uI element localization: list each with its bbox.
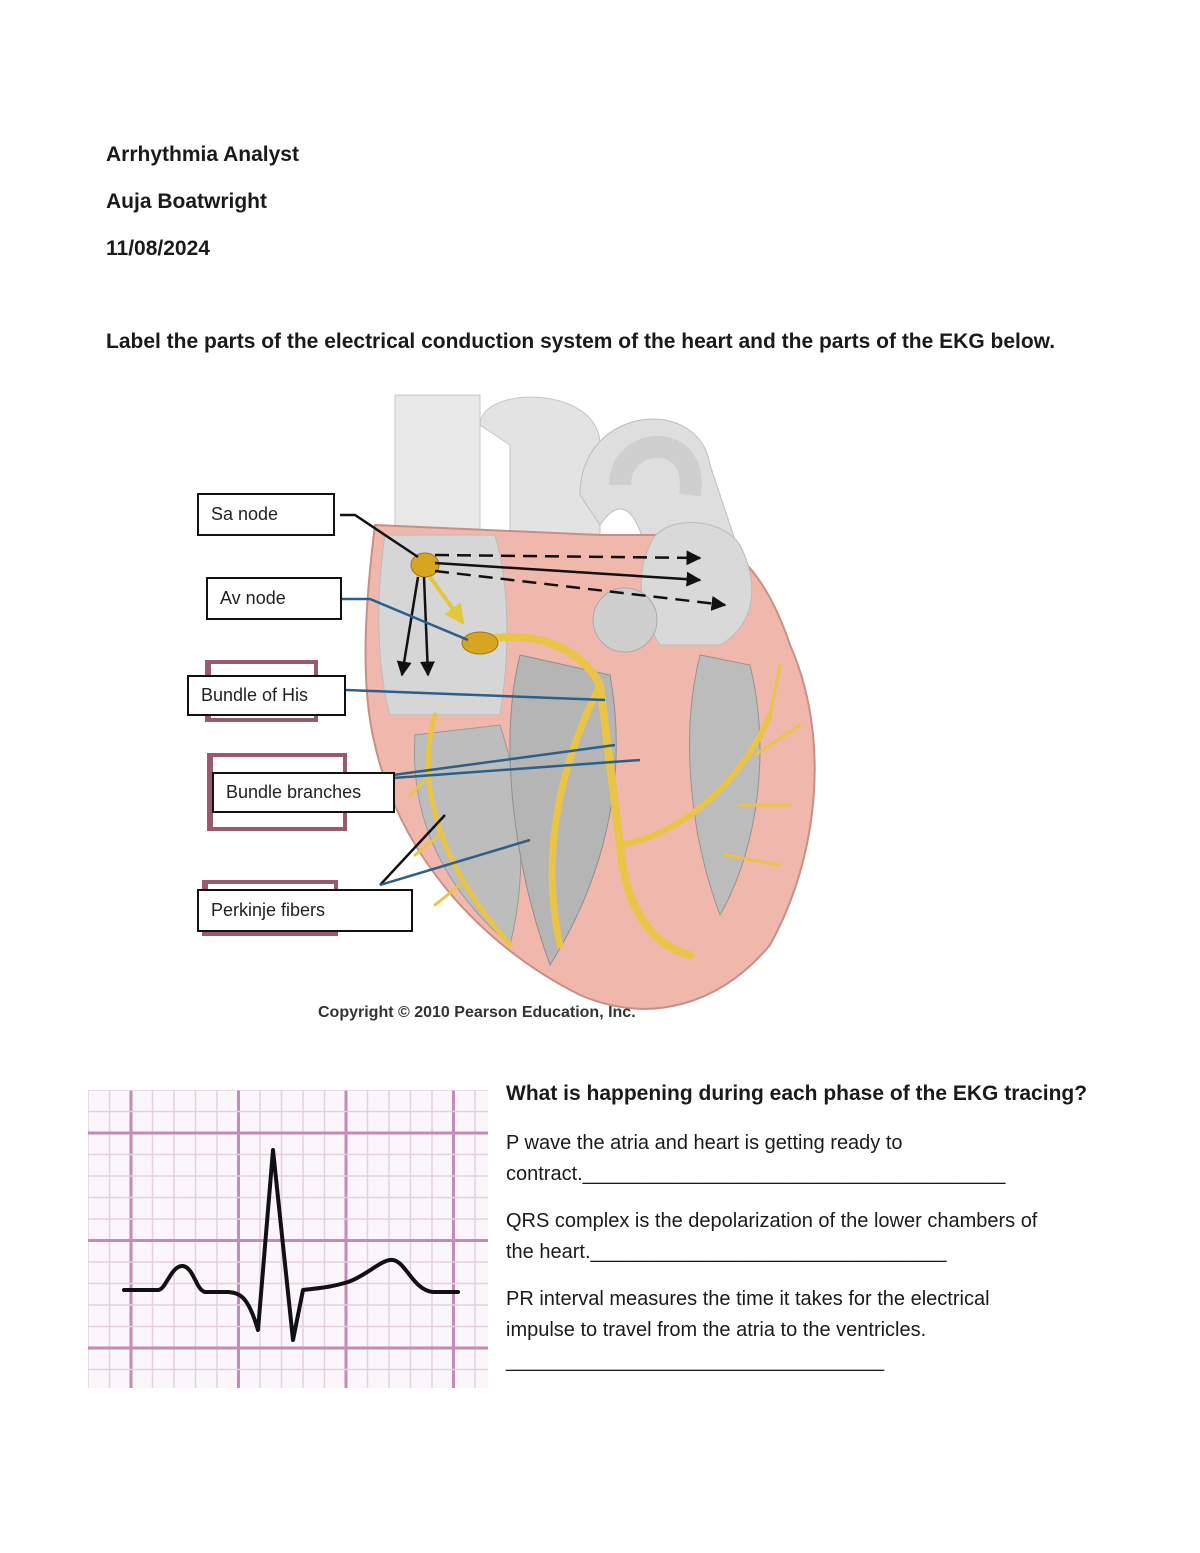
answer-qrs-line1: QRS complex is the depolarization of the… (506, 1210, 1038, 1232)
answer-p-wave-line1: P wave the atria and heart is getting re… (506, 1132, 903, 1154)
student-name: Auja Boatwright (106, 190, 267, 213)
ekg-grid (88, 1090, 488, 1388)
conduction-pathway (408, 633, 802, 959)
label-bundle-branches: Bundle branches (212, 772, 395, 813)
label-purkinje-fibers: Perkinje fibers (197, 889, 413, 932)
answer-qrs-line2: the heart.______________________________… (506, 1241, 947, 1263)
assignment-date: 11/08/2024 (106, 237, 210, 260)
ekg-strip (88, 1090, 488, 1388)
right-atrium (378, 534, 508, 716)
answer-qrs-complex: QRS complex is the depolarization of the… (506, 1206, 1106, 1268)
leader-lines (340, 513, 641, 887)
av-node (461, 631, 499, 655)
instructions: Label the parts of the electrical conduc… (106, 330, 1056, 353)
left-atrium (640, 522, 753, 646)
answer-pr-line3: __________________________________ (506, 1350, 885, 1372)
label-bundle-of-his: Bundle of His (187, 675, 346, 716)
answer-p-wave-line2: contract._______________________________… (506, 1163, 1006, 1185)
heart-conduction-diagram (340, 394, 816, 1010)
signal-arrows (396, 550, 727, 677)
answer-pr-line1: PR interval measures the time it takes f… (506, 1288, 990, 1310)
answer-pr-interval: PR interval measures the time it takes f… (506, 1284, 1106, 1377)
ekg-question-title: What is happening during each phase of t… (506, 1082, 1088, 1105)
copyright-notice: Copyright © 2010 Pearson Education, Inc. (318, 1004, 636, 1021)
valve (592, 587, 658, 653)
label-sa-node: Sa node (197, 493, 335, 536)
label-av-node: Av node (206, 577, 342, 620)
answer-pr-line2: impulse to travel from the atria to the … (506, 1319, 927, 1341)
assignment-title: Arrhythmia Analyst (106, 143, 299, 166)
answer-p-wave: P wave the atria and heart is getting re… (506, 1128, 1106, 1190)
ekg-trace (122, 1148, 460, 1342)
